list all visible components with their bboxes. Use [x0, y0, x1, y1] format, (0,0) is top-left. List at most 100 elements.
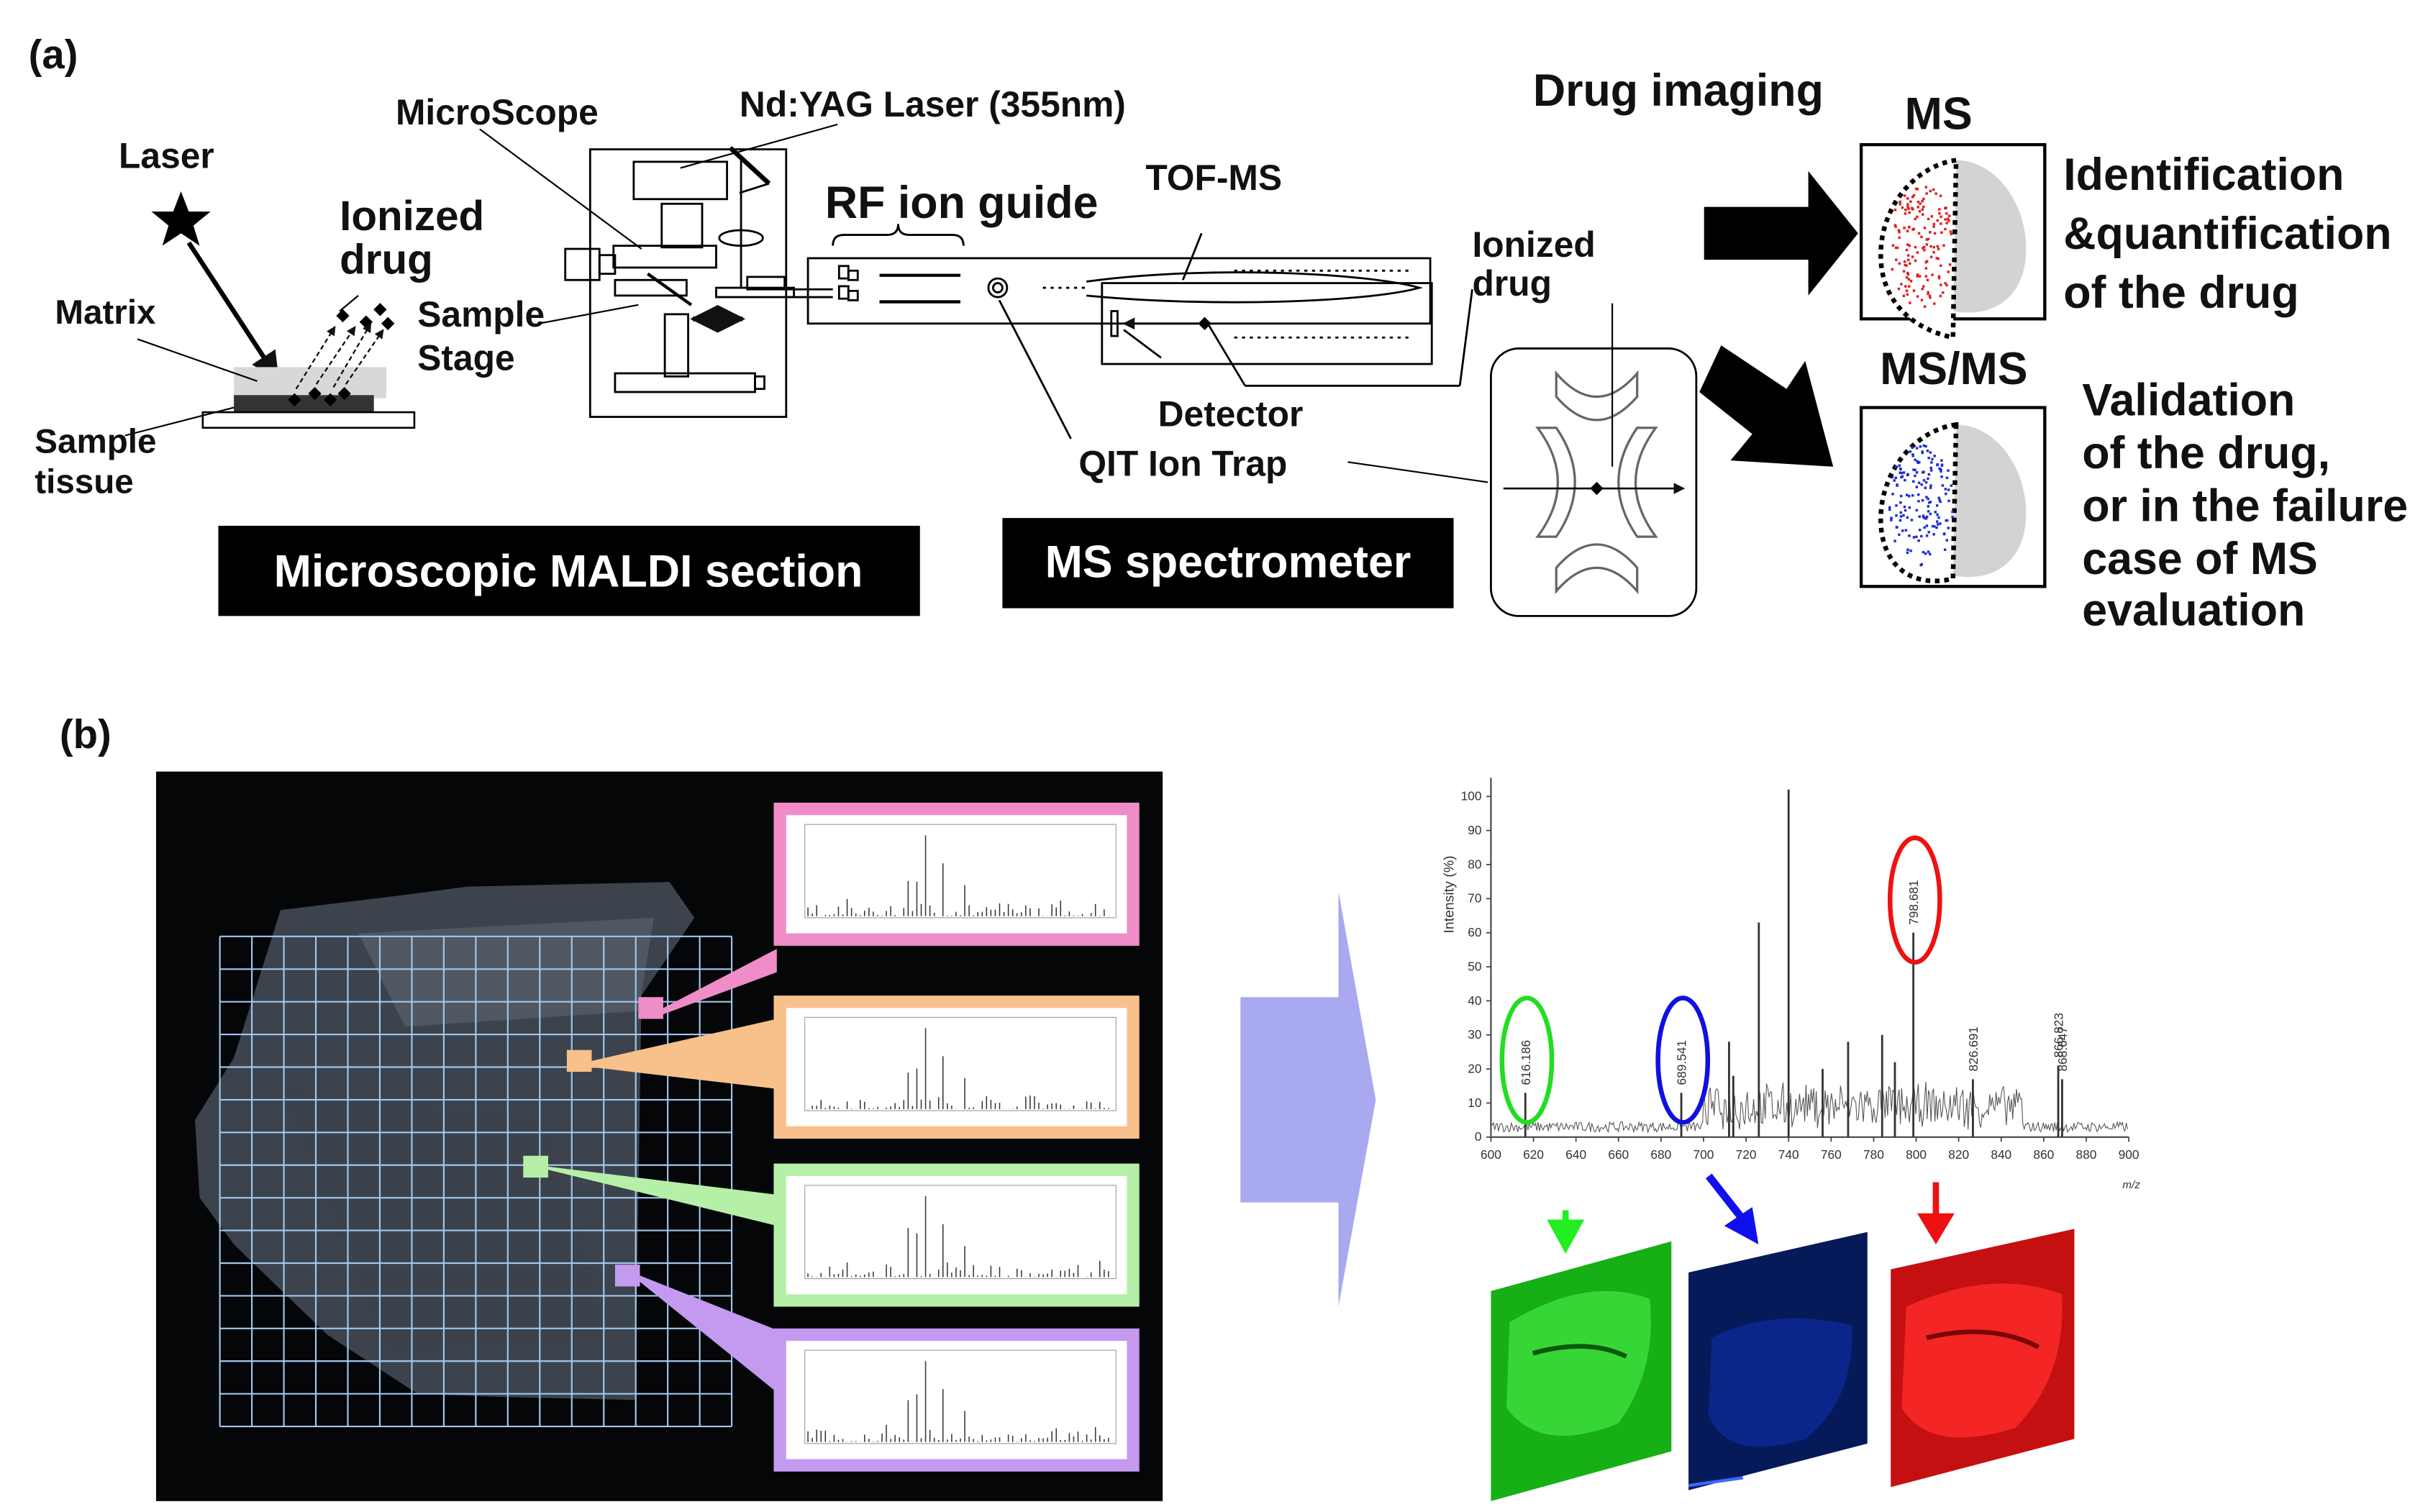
dot: [1951, 510, 1954, 514]
pixel-spectrum-1: [773, 802, 1140, 946]
mass-spectrum-chart: Intensity (%) m/z 0102030405060708090100…: [1442, 778, 2140, 1191]
dot: [1899, 501, 1902, 504]
dot: [1925, 192, 1928, 195]
ion-image-blue: [1688, 1231, 1868, 1490]
dot: [1906, 293, 1909, 296]
dot: [1909, 280, 1913, 283]
sample-tissue-label-2: tissue: [35, 463, 133, 501]
dot: [1923, 526, 1926, 529]
dot: [1906, 273, 1910, 276]
dot: [1951, 515, 1954, 519]
dot: [1908, 506, 1911, 509]
dot: [1922, 285, 1925, 288]
measurement-grid: [219, 935, 733, 1428]
dot: [1919, 445, 1922, 448]
ionized-drug-label-2: drug: [340, 237, 433, 283]
dot: [1894, 225, 1897, 228]
x-tick-label: 600: [1481, 1147, 1501, 1162]
dot: [1914, 259, 1917, 263]
ionized-drug-b-label-1: Ionized: [1472, 224, 1595, 265]
dot: [1904, 212, 1907, 215]
dot: [1914, 474, 1917, 478]
dot: [1922, 514, 1925, 517]
dot: [1906, 197, 1909, 200]
dot: [1922, 471, 1924, 474]
sampled-pixel-orange: [566, 1049, 592, 1072]
ms-dots: [1891, 186, 1953, 308]
dot: [1927, 456, 1930, 460]
ms-arrow: [1704, 170, 1858, 296]
rf-ion-guide-label: RF ion guide: [825, 178, 1099, 228]
ms-result-box: [1859, 142, 2047, 341]
tissue-image-panel: [155, 771, 1163, 1501]
dot: [1944, 282, 1947, 285]
dot: [1911, 196, 1914, 199]
peak-label: 868.647: [2055, 1026, 2070, 1072]
dot: [1932, 251, 1935, 254]
dot: [1944, 218, 1947, 221]
dot: [1924, 186, 1928, 188]
dot: [1927, 531, 1930, 534]
dot: [1904, 509, 1907, 512]
dot: [1927, 473, 1931, 476]
dot: [1927, 237, 1930, 241]
dot: [1890, 516, 1893, 519]
x-tick-label: 900: [2119, 1147, 2140, 1162]
dot: [1933, 525, 1936, 528]
dot: [1941, 291, 1945, 294]
dot: [1905, 289, 1909, 292]
dot: [1927, 291, 1929, 294]
dot: [1939, 522, 1942, 525]
dot: [1947, 214, 1951, 217]
dot: [1941, 484, 1945, 487]
dot: [1940, 231, 1943, 234]
dot: [1929, 245, 1932, 248]
dot: [1925, 534, 1929, 537]
x-tick-label: 660: [1608, 1147, 1629, 1162]
dot: [1937, 496, 1940, 499]
dot: [1893, 208, 1897, 211]
peak-label: 826.691: [1966, 1026, 1981, 1072]
ms-label: MS: [1905, 88, 1973, 139]
dot: [1947, 270, 1950, 273]
dot: [1924, 486, 1927, 489]
dot: [1906, 551, 1909, 555]
dot: [1902, 471, 1906, 474]
dot: [1902, 514, 1905, 517]
dot: [1923, 305, 1927, 308]
dot: [1914, 217, 1917, 221]
dot: [1906, 473, 1909, 477]
y-tick-label: 30: [1468, 1027, 1481, 1042]
dot: [1917, 500, 1920, 503]
dot: [1924, 275, 1928, 278]
dot: [1916, 251, 1919, 254]
dot: [1906, 229, 1909, 233]
dot: [1928, 231, 1932, 234]
y-tick-label: 60: [1468, 925, 1481, 939]
dot: [1940, 222, 1942, 225]
dot: [1910, 519, 1914, 522]
dot: [1899, 519, 1902, 522]
dot: [1945, 283, 1948, 287]
x-tick-label: 800: [1906, 1147, 1927, 1162]
dot: [1888, 506, 1891, 509]
dot: [1947, 488, 1950, 491]
dot: [1945, 539, 1949, 542]
y-tick-label: 40: [1468, 993, 1481, 1008]
dot: [1911, 494, 1914, 497]
dot: [1940, 264, 1942, 268]
dot: [1912, 289, 1916, 292]
dot: [1903, 505, 1906, 509]
dot: [1924, 481, 1928, 484]
dot: [1929, 255, 1933, 258]
dot: [1897, 287, 1901, 291]
dot: [1936, 513, 1939, 516]
dot: [1940, 463, 1944, 466]
dot: [1929, 189, 1932, 193]
dot: [1934, 511, 1937, 514]
dot: [1930, 461, 1933, 464]
dot: [1944, 488, 1947, 491]
msms-result-line-1: Validation: [2082, 375, 2295, 425]
dot: [1927, 292, 1929, 296]
dot: [1909, 450, 1911, 453]
